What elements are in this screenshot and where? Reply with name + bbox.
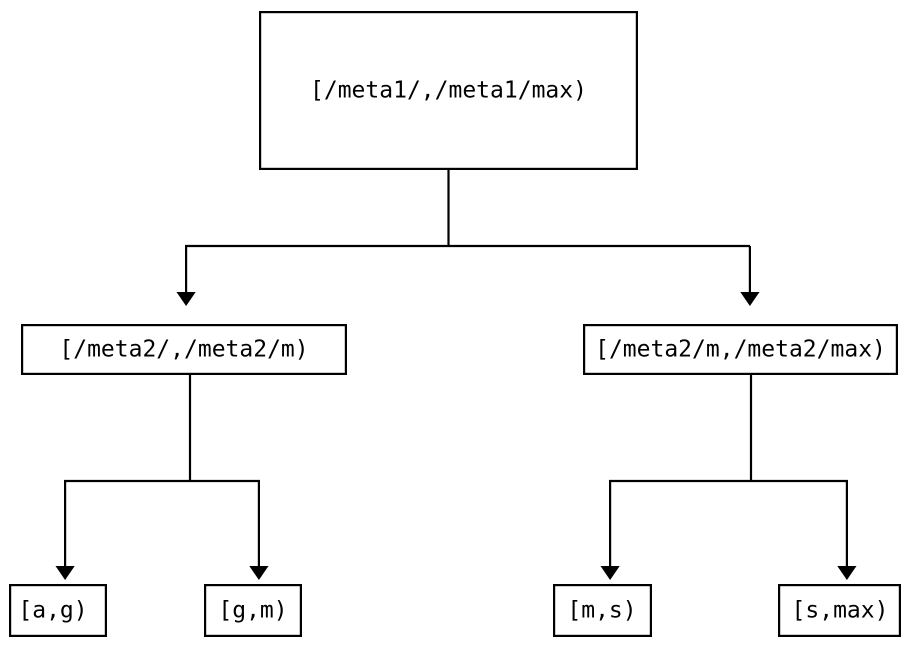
node-leaf-m-s[interactable]: [m,s) bbox=[552, 583, 652, 637]
node-left-child-box[interactable] bbox=[21, 324, 347, 376]
node-leaf-a-g[interactable]: [a,g) bbox=[9, 583, 108, 637]
arrowhead-right-child-to-leaf-ms bbox=[600, 566, 620, 580]
node-leaf-g-m-label: [g,m) bbox=[218, 598, 287, 624]
node-leaf-g-m-box[interactable] bbox=[204, 583, 303, 637]
arrowhead-right-child-to-leaf-smax bbox=[837, 566, 857, 580]
node-root[interactable]: [/meta1/,/meta1/max) bbox=[259, 11, 638, 171]
node-right-child-label: [/meta2/m,/meta2/max) bbox=[595, 337, 886, 363]
edge-group-right-child-to-leaves bbox=[600, 375, 857, 580]
arrowhead-left-child-to-leaf-gm bbox=[249, 566, 269, 580]
node-right-child-box[interactable] bbox=[582, 324, 898, 376]
node-leaf-s-max[interactable]: [s,max) bbox=[777, 583, 901, 637]
edge-group-root-to-children bbox=[176, 170, 760, 306]
node-root-label: [/meta1/,/meta1/max) bbox=[310, 78, 587, 104]
node-leaf-m-s-box[interactable] bbox=[552, 583, 652, 637]
node-left-child-label: [/meta2/,/meta2/m) bbox=[59, 337, 308, 363]
node-leaf-a-g-label: [a,g) bbox=[18, 598, 87, 624]
node-leaf-a-g-box[interactable] bbox=[9, 583, 108, 637]
node-left-child[interactable]: [/meta2/,/meta2/m) bbox=[21, 324, 347, 376]
node-root-box[interactable] bbox=[259, 11, 638, 171]
arrowhead-root-to-left-child bbox=[176, 292, 196, 306]
arrowhead-left-child-to-leaf-ag bbox=[55, 566, 75, 580]
edge-group-left-child-to-leaves bbox=[55, 375, 269, 580]
node-right-child[interactable]: [/meta2/m,/meta2/max) bbox=[582, 324, 898, 376]
node-leaf-m-s-label: [m,s) bbox=[567, 598, 636, 624]
node-leaf-s-max-label: [s,max) bbox=[792, 598, 889, 624]
node-leaf-g-m[interactable]: [g,m) bbox=[204, 583, 303, 637]
node-leaf-s-max-box[interactable] bbox=[777, 583, 901, 637]
arrowhead-root-to-right-child bbox=[740, 292, 760, 306]
